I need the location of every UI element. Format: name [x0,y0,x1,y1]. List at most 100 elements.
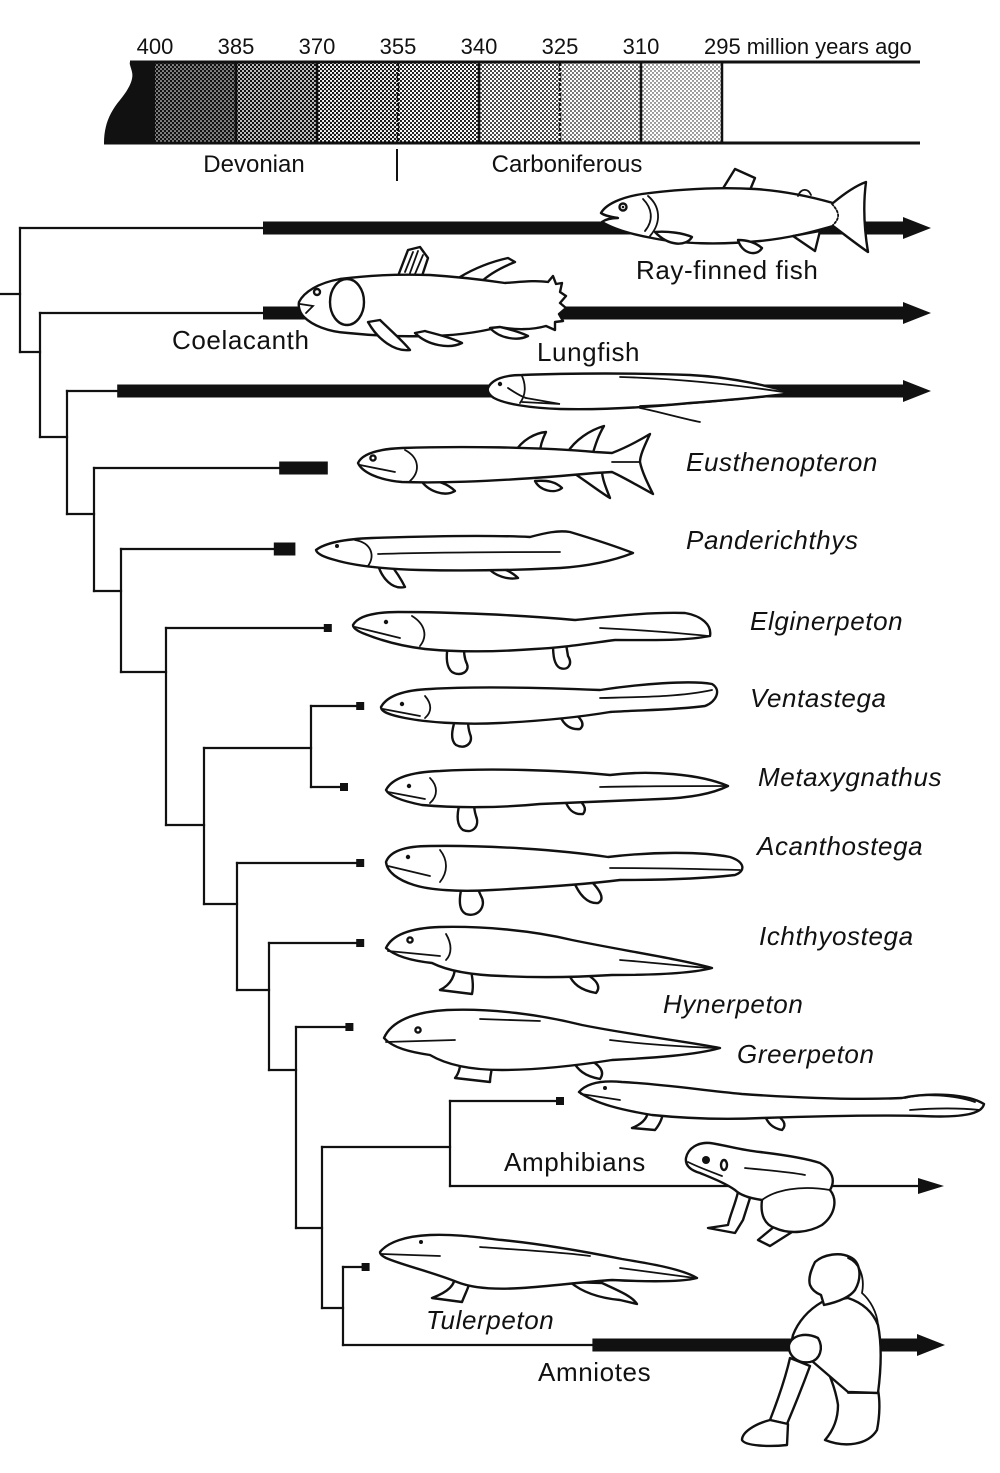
ichthyostega-illustration [384,925,714,996]
tick-label: 385 [218,34,255,59]
head-plates [507,375,527,404]
taxon-label-hynerpeton: Hynerpeton [663,989,803,1019]
tick-label: 400 [137,34,174,59]
torso [791,1296,882,1395]
time-scale-start-blob [104,62,155,143]
eye [603,1086,607,1090]
elginerpeton-illustration [351,610,712,676]
head [808,1253,861,1307]
eye [406,936,414,944]
seated-human-illustration [740,1253,882,1448]
second-dorsal-lobe [458,256,517,285]
pelvic-filament [639,407,701,423]
body [384,925,714,979]
interval-310-295 [641,63,722,142]
lineage-arrowhead-amniotes [917,1334,945,1356]
fossil-occurrence-marker-tulerpeton [361,1263,370,1271]
ventastega-illustration [379,681,719,748]
period-label-carboniferous: Carboniferous [492,151,643,178]
lineage-arrowhead-coelacanth [903,302,931,324]
mouth [387,865,431,877]
eye [405,854,411,860]
body [382,1008,722,1072]
eusthenopteron-illustration [356,424,655,500]
lineage-arrowhead-amphibians [918,1178,944,1194]
head-plate [354,539,373,567]
hind-limb [568,1280,639,1306]
eye [369,454,377,462]
mouth [387,791,426,800]
fossil-occurrence-marker-ichthyostega [356,939,365,947]
taxon-label-ichthyostega: Ichthyostega [759,921,914,951]
mouth [387,950,441,957]
taxon-label-acanthostega: Acanthostega [755,831,923,861]
anal-fin [573,469,612,500]
tail-line [619,959,711,969]
taxon-label-greerpeton: Greerpeton [737,1039,875,1069]
hair [847,1257,879,1326]
eye [497,381,503,387]
tail-fin-lines [904,1094,981,1111]
back-line [479,1246,591,1257]
taxon-label-panderichthys: Panderichthys [686,525,859,555]
tail-line [619,1267,696,1279]
fin-rays [404,250,424,275]
taxon-label-amphibians: Amphibians [504,1147,646,1177]
interval-325-310 [560,63,641,142]
eye [414,1026,422,1034]
eye [406,783,412,789]
taxon-illustrations [297,167,986,1448]
thigh-line [761,1187,831,1201]
interval-400-385 [155,63,236,142]
tail-line [609,1039,716,1049]
gill-line [411,615,426,647]
body [351,610,712,653]
dorsal-fin-line [619,376,791,394]
eye [399,701,405,707]
mouth [580,1093,621,1101]
metaxygnathus-illustration [384,768,730,833]
taxon-label-coelacanth: Coelacanth [172,325,310,355]
greerpeton-illustration [577,1080,986,1132]
interval-340-325 [479,63,560,142]
fish-body [314,530,635,572]
eye [335,544,339,548]
fish-body [297,273,568,338]
gill-line [642,198,652,232]
frog-illustration [684,1141,836,1248]
gill-line [647,195,659,237]
anal-lobe-fin [488,325,530,340]
taxon-label-ventastega: Ventastega [750,683,887,713]
pectoral-fin [653,230,694,245]
tail-line [831,203,840,226]
taxon-label-amniotes: Amniotes [538,1357,651,1387]
dorsal-fin [720,167,757,192]
hind-limb [551,642,572,670]
eye [312,287,322,297]
fossil-range-bar-panderichthys [273,542,296,556]
panderichthys-illustration [314,530,635,589]
taxon-label-elginerpeton: Elginerpeton [750,606,903,636]
pectoral-filament [521,397,561,405]
tail-line [599,627,709,637]
pupil [621,205,625,209]
tick-label: 295 [704,34,741,59]
fossil-occurrence-marker-metaxygnathus [340,783,348,791]
eye [419,1240,423,1244]
mouth [359,464,396,473]
body [577,1080,986,1121]
fossil-occurrence-marker-greerpeton [556,1097,564,1105]
gill-line [429,777,437,804]
fossil-occurrence-marker-ventastega [356,702,365,710]
tick-label: 355 [380,34,417,59]
eye [702,1156,710,1164]
body [379,681,719,725]
tympanum [719,1158,729,1172]
interval-385-370 [236,63,317,142]
hynerpeton-illustration [382,1008,722,1084]
fish-body [486,372,795,411]
lungfish-illustration [486,372,795,423]
acanthostega-illustration [384,844,744,916]
